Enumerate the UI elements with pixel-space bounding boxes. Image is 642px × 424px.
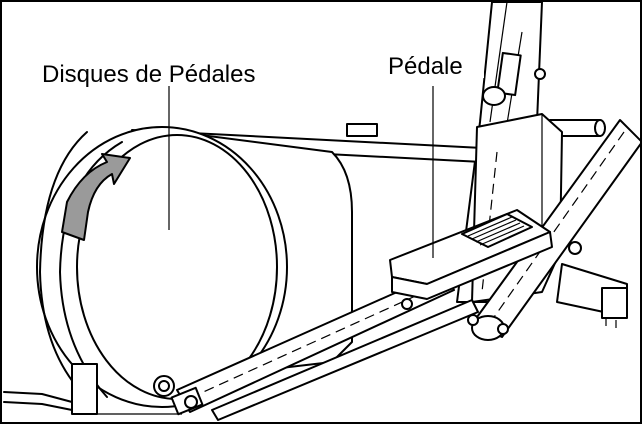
pedal-disc — [36, 126, 288, 408]
base-frame — [3, 363, 182, 415]
pedal-label-bg — [386, 50, 484, 78]
pedal-label: Pédale — [388, 53, 463, 80]
rotation-arrow-icon — [61, 153, 131, 241]
pedal-discs-label-bg — [40, 58, 288, 86]
pedal-discs-label: Disques de Pédales — [42, 61, 255, 88]
rear-stabilizer — [556, 263, 628, 328]
pedal-footplate — [389, 209, 553, 300]
left-pedal-arm — [170, 271, 479, 421]
label-leaders — [168, 86, 434, 258]
